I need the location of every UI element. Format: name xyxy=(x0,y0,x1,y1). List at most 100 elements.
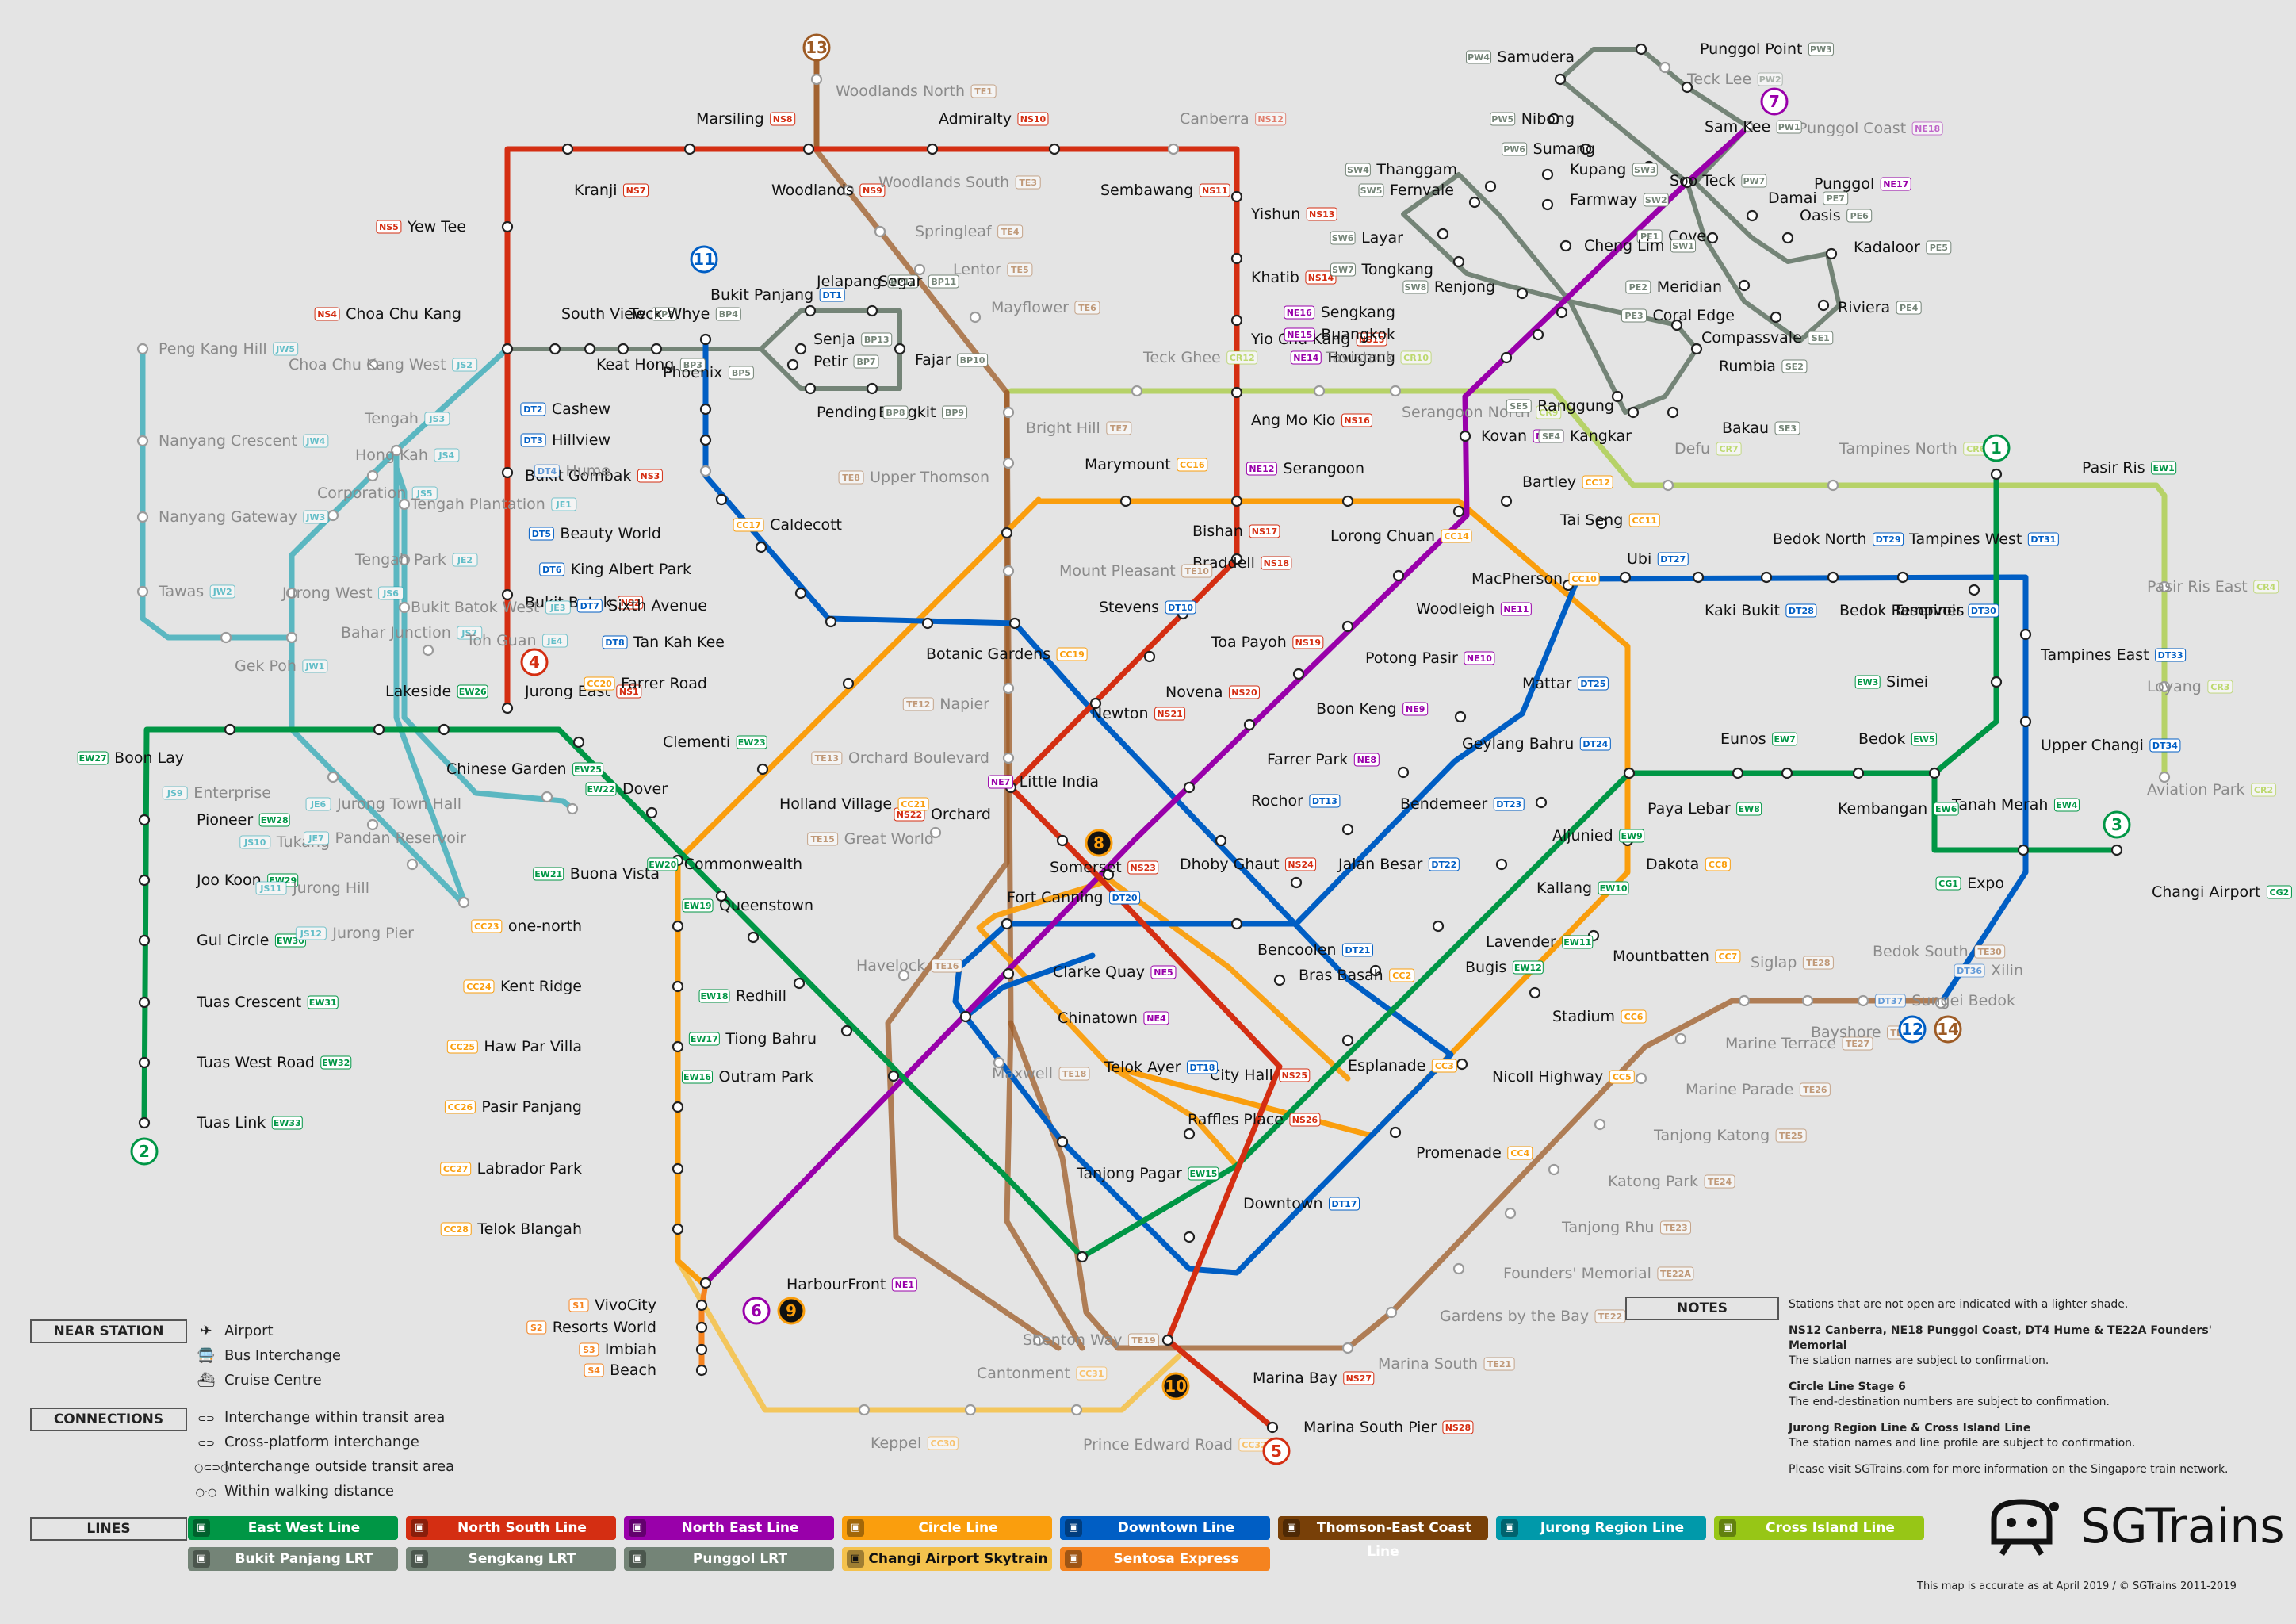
station-dot[interactable] xyxy=(501,588,514,601)
station-dot[interactable] xyxy=(1746,209,1758,222)
station-te28[interactable] xyxy=(1738,994,1751,1007)
station-dot[interactable] xyxy=(1928,767,1941,779)
station-dot[interactable] xyxy=(840,1025,853,1037)
station-dot[interactable] xyxy=(695,1299,708,1312)
station-jw2[interactable] xyxy=(136,585,149,598)
station-dot[interactable] xyxy=(224,723,236,736)
station-bp4[interactable] xyxy=(617,343,629,355)
station-je4[interactable] xyxy=(422,644,434,657)
station-te21[interactable] xyxy=(1341,1342,1354,1354)
station-bp8[interactable] xyxy=(804,382,817,395)
station-te10[interactable] xyxy=(1002,565,1015,577)
station-dot[interactable] xyxy=(1690,343,1703,355)
station-js9[interactable] xyxy=(327,771,339,783)
station-bp2[interactable] xyxy=(549,343,561,355)
station-dot[interactable] xyxy=(1131,385,1143,397)
station-pe1[interactable] xyxy=(1706,232,1719,244)
station-dt33[interactable] xyxy=(2019,628,2032,641)
station-te12[interactable] xyxy=(1002,682,1015,695)
station-js11[interactable] xyxy=(406,858,419,871)
station-ns8[interactable] xyxy=(683,143,696,155)
station-dt2[interactable] xyxy=(699,403,712,416)
station-dot[interactable] xyxy=(138,1056,151,1069)
station-dot[interactable] xyxy=(1579,143,1592,155)
station-dt23[interactable] xyxy=(1341,823,1354,836)
station-dot[interactable] xyxy=(866,304,878,317)
station-cc30[interactable] xyxy=(858,1404,871,1416)
station-dot[interactable] xyxy=(1635,43,1647,56)
station-dot[interactable] xyxy=(136,511,149,523)
station-dot[interactable] xyxy=(858,1404,871,1416)
station-ew2[interactable] xyxy=(1968,584,1980,596)
station-dot[interactable] xyxy=(1674,1032,1687,1045)
station-dot[interactable] xyxy=(1662,479,1674,492)
station-dt24[interactable] xyxy=(1397,766,1410,779)
station-dot[interactable] xyxy=(1896,571,1909,584)
station-ns12[interactable] xyxy=(1167,143,1180,155)
station-dt6[interactable] xyxy=(755,541,767,553)
station-dot[interactable] xyxy=(1056,1136,1069,1148)
station-dot[interactable] xyxy=(1437,228,1449,240)
station-dot[interactable] xyxy=(549,343,561,355)
station-dot[interactable] xyxy=(793,977,806,990)
station-ns17[interactable] xyxy=(1230,495,1243,508)
station-dt4[interactable] xyxy=(699,465,712,477)
station-ew27[interactable] xyxy=(224,723,236,736)
station-dot[interactable] xyxy=(1313,385,1326,397)
station-dot[interactable] xyxy=(969,311,982,324)
station-dot[interactable] xyxy=(1934,997,1947,1009)
station-dot[interactable] xyxy=(794,343,807,355)
station-dot[interactable] xyxy=(1827,571,1839,584)
station-dot[interactable] xyxy=(398,553,411,566)
station-ns5[interactable] xyxy=(501,220,514,233)
station-cc31[interactable] xyxy=(964,1404,977,1416)
station-dot[interactable] xyxy=(672,1223,684,1235)
station-dot[interactable] xyxy=(1056,834,1069,847)
station-dt21[interactable] xyxy=(1230,917,1243,930)
station-dot[interactable] xyxy=(1548,1163,1560,1176)
station-ns1[interactable] xyxy=(501,702,514,714)
station-dot[interactable] xyxy=(959,1010,972,1023)
station-dot[interactable] xyxy=(1500,495,1513,508)
station-ew4[interactable] xyxy=(1928,767,1941,779)
station-dot[interactable] xyxy=(1559,239,1572,252)
station-dot[interactable] xyxy=(672,920,684,933)
station-bp12[interactable] xyxy=(804,304,817,317)
station-sw2[interactable] xyxy=(1541,198,1554,211)
station-dot[interactable] xyxy=(1230,190,1243,203)
station-dot[interactable] xyxy=(1667,406,1679,419)
station-te19[interactable] xyxy=(1032,1334,1045,1346)
station-s4[interactable] xyxy=(695,1364,708,1377)
station-je7[interactable] xyxy=(566,802,579,815)
station-ew8[interactable] xyxy=(1623,767,1636,779)
station-dot[interactable] xyxy=(1623,767,1636,779)
station-dot[interactable] xyxy=(1541,198,1554,211)
station-dot[interactable] xyxy=(699,434,712,446)
station-dot[interactable] xyxy=(1266,1421,1279,1434)
station-dot[interactable] xyxy=(1516,287,1529,300)
station-bp13[interactable] xyxy=(794,343,807,355)
station-dot[interactable] xyxy=(794,587,807,599)
station-dot[interactable] xyxy=(285,631,298,644)
station-ns7[interactable] xyxy=(561,143,574,155)
station-ew5[interactable] xyxy=(1852,767,1865,779)
station-dot[interactable] xyxy=(1548,113,1560,125)
station-se5[interactable] xyxy=(1611,390,1624,403)
station-cg2[interactable] xyxy=(2110,844,2123,856)
station-dot[interactable] xyxy=(672,1040,684,1053)
station-dot[interactable] xyxy=(1452,1262,1465,1275)
station-dot[interactable] xyxy=(1781,232,1794,244)
station-se1[interactable] xyxy=(1670,319,1683,331)
station-dot[interactable] xyxy=(1001,917,1013,930)
station-ew28[interactable] xyxy=(138,814,151,826)
station-dot[interactable] xyxy=(1738,994,1751,1007)
station-dt27[interactable] xyxy=(1619,571,1632,584)
station-dot[interactable] xyxy=(138,814,151,826)
station-dot[interactable] xyxy=(842,184,855,197)
station-dot[interactable] xyxy=(1008,617,1021,630)
station-ew19[interactable] xyxy=(747,931,760,944)
station-js5[interactable] xyxy=(327,509,339,522)
station-dot[interactable] xyxy=(584,343,596,355)
station-ew22[interactable] xyxy=(645,806,658,819)
station-ns9[interactable] xyxy=(802,143,815,155)
